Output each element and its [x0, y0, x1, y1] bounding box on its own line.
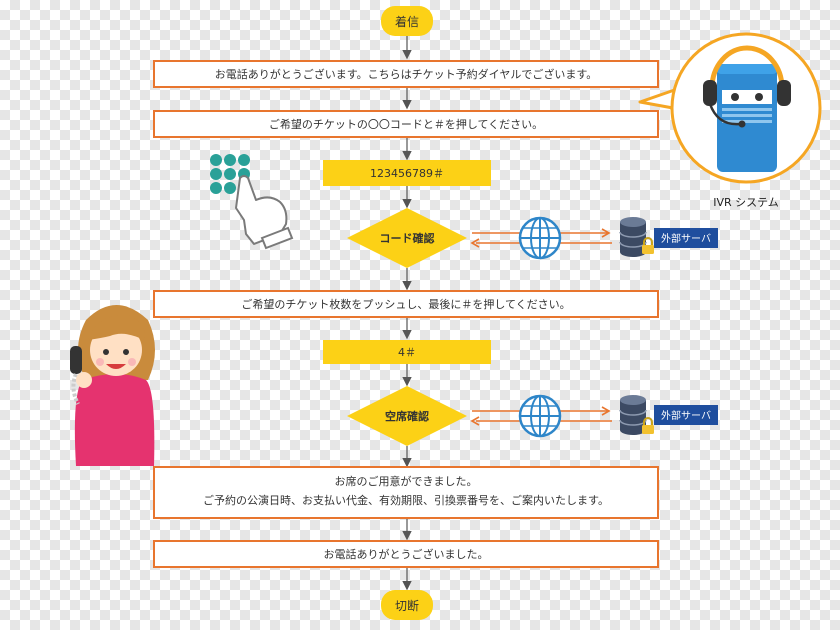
greeting-text: お電話ありがとうございます。こちらはチケット予約ダイヤルでございます。: [215, 67, 597, 81]
seat-check-diamond: 空席確認: [347, 386, 467, 446]
enter-code-text: ご希望のチケットの〇〇コードと＃を押してください。: [269, 117, 543, 131]
seat-ready-box: お席のご用意ができました。 ご予約の公演日時、お支払い代金、有効期限、引換票番号…: [153, 466, 659, 519]
code-input-text: 123456789＃: [370, 167, 444, 180]
start-node: 着信: [381, 6, 433, 36]
headset-icon: [703, 45, 791, 128]
globe-icon: [518, 394, 562, 438]
seat-check-text: 空席確認: [385, 409, 429, 423]
globe-icon: [518, 216, 562, 260]
thanks-text: お電話ありがとうございました。: [324, 547, 489, 561]
ivr-label: IVR システム: [713, 196, 779, 209]
end-label: 切断: [395, 598, 419, 613]
lock-icon: [642, 417, 654, 434]
start-label: 着信: [395, 14, 419, 29]
seat-ready-line-2: ご予約の公演日時、お支払い代金、有効期限、引換票番号を、ご案内いたします。: [203, 493, 609, 507]
external-server-2: 外部サーバ: [619, 395, 718, 435]
enter-count-text: ご希望のチケット枚数をプッシュし、最後に＃を押してください。: [241, 297, 570, 311]
code-check-diamond: コード確認: [347, 208, 467, 268]
pointing-hand-icon: [235, 175, 294, 250]
ivr-robot-icon: [717, 64, 777, 172]
server-label: 外部サーバ: [661, 232, 711, 245]
count-input-bar: 4＃: [323, 340, 491, 364]
database-icon: [619, 395, 647, 435]
count-input-text: 4＃: [398, 346, 416, 359]
end-node: 切断: [381, 590, 433, 620]
seat-ready-line-1: お席のご用意ができました。: [335, 474, 478, 488]
code-check-text: コード確認: [380, 231, 435, 245]
thanks-box: お電話ありがとうございました。: [153, 540, 659, 568]
greeting-box: お電話ありがとうございます。こちらはチケット予約ダイヤルでございます。: [153, 60, 659, 88]
enter-count-box: ご希望のチケット枚数をプッシュし、最後に＃を押してください。: [153, 290, 659, 318]
external-server-1: 外部サーバ: [619, 217, 718, 257]
phone-keypad-icon: [210, 154, 250, 194]
ivr-system-bubble: IVR システム: [638, 32, 822, 209]
woman-on-phone-icon: [70, 305, 155, 466]
database-icon: [619, 217, 647, 257]
enter-code-box: ご希望のチケットの〇〇コードと＃を押してください。: [153, 110, 659, 138]
code-input-bar: 123456789＃: [323, 160, 491, 186]
server-label: 外部サーバ: [661, 409, 711, 422]
lock-icon: [642, 237, 654, 254]
